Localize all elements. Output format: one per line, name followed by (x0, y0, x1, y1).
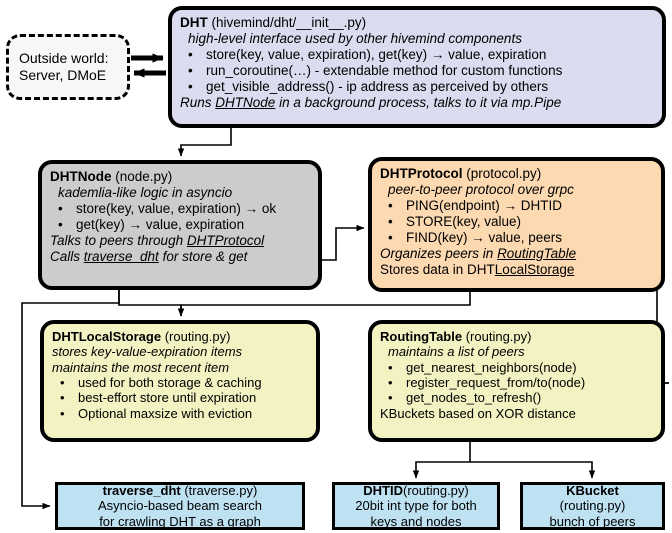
dht-footer: Runs DHTNode in a background process, ta… (180, 95, 654, 111)
protocol-file: (protocol.py) (466, 166, 542, 181)
localstorage-header: DHTLocalStorage (routing.py) (52, 329, 308, 344)
edge-routingtable-to-kbucket (470, 461, 596, 479)
dhtnode-bullets: store(key, value, expiration) → ok get(k… (50, 201, 310, 233)
routingtable-title: RoutingTable (380, 329, 463, 344)
protocol-footer1-link[interactable]: RoutingTable (497, 245, 577, 261)
dht-footer-post: in a background process, talks to it via… (275, 94, 562, 110)
node-outside-world[interactable]: Outside world: Server, DMoE (6, 34, 130, 100)
node-kbucket[interactable]: KBucket (routing.py) bunch of peers (520, 482, 665, 530)
traverse-file: (traverse.py) (184, 483, 258, 499)
protocol-footer1: Organizes peers in RoutingTable (380, 246, 653, 262)
localstorage-subtitle2: maintains the most recent item (52, 359, 230, 375)
dhtid-header: DHTID(routing.py) (363, 483, 468, 498)
dht-bullet-1: run_coroutine(…) - extendable method for… (180, 63, 654, 79)
protocol-bullets: PING(endpoint) → DHTID STORE(key, value)… (380, 198, 653, 246)
traverse-line1: Asyncio-based beam search (97, 498, 263, 514)
dht-title: DHT (180, 15, 208, 30)
protocol-bullet-1: STORE(key, value) (380, 214, 653, 230)
dhtnode-footer1-link[interactable]: DHTProtocol (186, 232, 265, 248)
dhtnode-footer2-post: for store & get (158, 248, 248, 264)
kbucket-title: KBucket (566, 483, 619, 499)
dhtnode-bullet-0: store(key, value, expiration) → ok (50, 201, 310, 217)
dhtnode-footer2-link[interactable]: traverse_dht (83, 248, 159, 264)
protocol-bullet-2: FIND(key) → value, peers (380, 230, 653, 246)
dht-header: DHT (hivemind/dht/__init__.py) (180, 15, 654, 31)
traverse-line2: for crawling DHT as a graph (99, 513, 261, 529)
dht-bullet-2: get_visible_address() - ip address as pe… (180, 79, 654, 95)
routingtable-bullet-2: get_nodes_to_refresh() (380, 390, 653, 406)
traverse-header: traverse_dht (traverse.py) (103, 483, 258, 498)
protocol-footer2: Stores data in DHTLocalStorage (380, 262, 653, 278)
dhtid-line2: keys and nodes (370, 513, 462, 529)
dht-file: (hivemind/dht/__init__.py) (211, 15, 367, 30)
routingtable-subtitle: maintains a list of peers (388, 344, 525, 360)
dht-bullets: store(key, value, expiration), get(key) … (180, 47, 654, 95)
edge-routingtable-to-dhtid (412, 440, 471, 479)
protocol-header: DHTProtocol (protocol.py) (380, 166, 653, 182)
outside-world-line2: Server, DMoE (19, 67, 107, 83)
localstorage-title: DHTLocalStorage (52, 329, 162, 344)
protocol-title: DHTProtocol (380, 166, 463, 181)
traverse-title: traverse_dht (102, 483, 181, 499)
dhtnode-footer1-pre: Talks to peers through (50, 232, 187, 248)
dhtid-line1: 20bit int type for both (355, 498, 477, 514)
routingtable-footer: KBuckets based on XOR distance (380, 405, 576, 421)
dht-footer-link[interactable]: DHTNode (215, 94, 276, 110)
protocol-bullet-0: PING(endpoint) → DHTID (380, 198, 653, 214)
node-routingtable[interactable]: RoutingTable (routing.py) maintains a li… (368, 320, 665, 442)
localstorage-bullet-0: used for both storage & caching (52, 375, 308, 391)
node-dhtlocalstorage[interactable]: DHTLocalStorage (routing.py) stores key-… (40, 320, 320, 442)
protocol-footer2-link[interactable]: LocalStorage (494, 261, 575, 277)
localstorage-bullets: used for both storage & caching best-eff… (52, 375, 308, 421)
node-dhtnode[interactable]: DHTNode (node.py) kademlia-like logic in… (38, 160, 322, 290)
routingtable-bullet-1: register_request_from/to(node) (380, 375, 653, 391)
localstorage-bullet-2: Optional maxsize with eviction (52, 406, 308, 422)
node-dht[interactable]: DHT (hivemind/dht/__init__.py) high-leve… (168, 6, 666, 128)
dht-footer-pre: Runs (180, 94, 216, 110)
dhtid-title: DHTID (363, 483, 403, 499)
node-dhtid[interactable]: DHTID(routing.py) 20bit int type for bot… (332, 482, 500, 530)
dhtnode-subtitle: kademlia-like logic in asyncio (58, 184, 233, 200)
dhtnode-title: DHTNode (50, 169, 112, 184)
localstorage-file: (routing.py) (164, 329, 231, 344)
protocol-footer2-pre: Stores data in DHT (380, 261, 495, 277)
edge-dhtnode-to-traverse (21, 288, 120, 510)
localstorage-bullet-1: best-effort store until expiration (52, 390, 308, 406)
routingtable-file: (routing.py) (465, 329, 532, 344)
routingtable-bullets: get_nearest_neighbors(node) register_req… (380, 360, 653, 406)
dhtnode-footer2: Calls traverse_dht for store & get (50, 249, 310, 265)
edge-dhtnode-to-localstorage (118, 288, 185, 317)
dhtid-file: (routing.py) (402, 483, 469, 499)
node-traverse-dht[interactable]: traverse_dht (traverse.py) Asyncio-based… (55, 482, 305, 530)
node-dhtprotocol[interactable]: DHTProtocol (protocol.py) peer-to-peer p… (368, 157, 665, 292)
routingtable-bullet-0: get_nearest_neighbors(node) (380, 360, 653, 376)
edge-protocol-to-localstorage (177, 292, 471, 317)
protocol-footer1-pre: Organizes peers in (380, 245, 498, 261)
dhtnode-footer2-pre: Calls (50, 248, 84, 264)
dhtnode-header: DHTNode (node.py) (50, 169, 310, 185)
kbucket-line1: bunch of peers (549, 513, 636, 529)
localstorage-subtitle1: stores key-value-expiration items (52, 344, 243, 360)
dhtnode-bullet-1: get(key) → value, expiration (50, 217, 310, 233)
dhtnode-file: (node.py) (115, 169, 173, 184)
dht-subtitle: high-level interface used by other hivem… (188, 30, 522, 46)
kbucket-file: (routing.py) (559, 498, 626, 514)
dhtnode-footer1: Talks to peers through DHTProtocol (50, 233, 310, 249)
dht-bullet-0: store(key, value, expiration), get(key) … (180, 47, 654, 63)
outside-world-line1: Outside world: (19, 50, 109, 67)
routingtable-header: RoutingTable (routing.py) (380, 329, 653, 344)
protocol-subtitle: peer-to-peer protocol over grpc (388, 181, 574, 197)
edge-dht-to-dhtnode (177, 118, 232, 157)
